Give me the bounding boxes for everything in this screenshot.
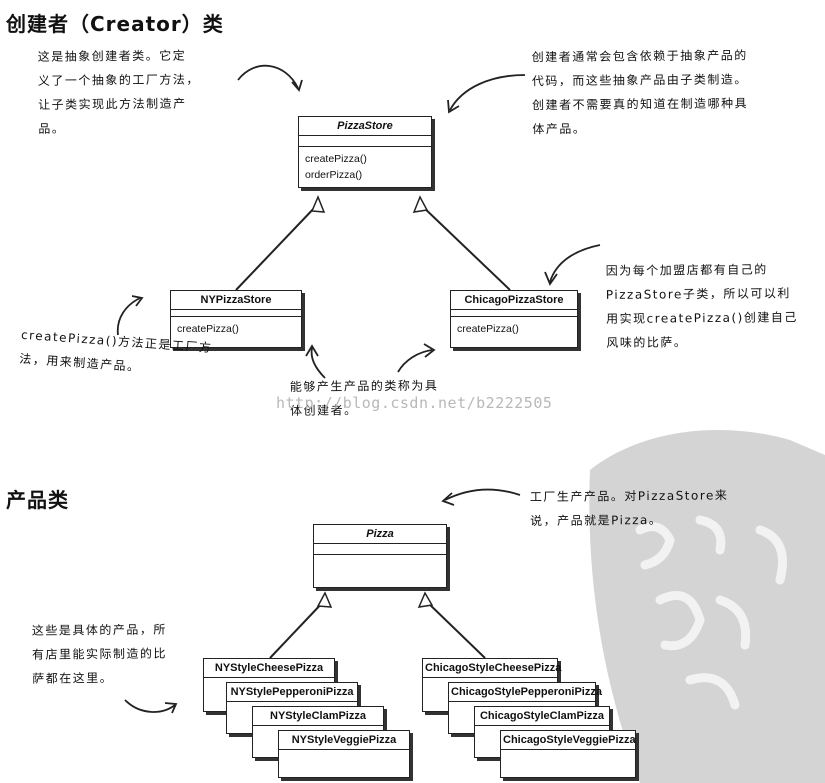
class-chicagopizzastore: ChicagoPizzaStore createPizza() xyxy=(450,290,578,348)
class-methods: createPizza() xyxy=(171,317,301,347)
class-nystyleveggiepizza: NYStyleVeggiePizza xyxy=(278,730,410,778)
class-chicagostyleveggiepizza: ChicagoStyleVeggiePizza xyxy=(500,730,636,778)
class-pizza: Pizza xyxy=(313,524,447,588)
note-line: 义了一个抽象的工厂方法， xyxy=(37,72,200,88)
class-name: ChicagoStyleVeggiePizza xyxy=(501,731,636,750)
class-name: ChicagoStyleClamPizza xyxy=(475,707,609,726)
note-line: 有店里能实际制造的比 xyxy=(31,646,168,662)
class-name: NYStyleCheesePizza xyxy=(204,659,334,678)
note-line: 这是抽象创建者类。它定 xyxy=(37,48,187,64)
note-line: 说，产品就是Pizza。 xyxy=(530,512,663,529)
class-methods: createPizza() orderPizza() xyxy=(299,147,431,187)
class-nypizzastore: NYPizzaStore createPizza() xyxy=(170,290,302,348)
note-line: 创建者不需要真的知道在制造哪种具 xyxy=(532,96,749,113)
creator-section-title: 创建者（Creator）类 xyxy=(6,12,224,36)
class-name: NYStylePepperoniPizza xyxy=(227,683,357,702)
note-line: 品。 xyxy=(38,121,66,136)
class-name: NYStyleClamPizza xyxy=(253,707,383,726)
class-name: ChicagoPizzaStore xyxy=(451,291,577,310)
note-line: 用实现createPizza()创建自己 xyxy=(606,310,798,326)
note-factory-produces: 工厂生产产品。对PizzaStore来 说，产品就是Pizza。 xyxy=(530,483,770,533)
class-attributes xyxy=(314,544,446,555)
note-concrete-products: 这些是具体的产品，所 有店里能实际制造的比 萨都在这里。 xyxy=(32,617,203,690)
note-line: 萨都在这里。 xyxy=(32,671,114,686)
class-attributes xyxy=(299,136,431,147)
note-line: 工厂生产产品。对PizzaStore来 xyxy=(529,488,729,505)
note-line: PizzaStore子类，所以可以利 xyxy=(605,286,791,302)
note-line: 这些是具体的产品，所 xyxy=(31,622,167,638)
method: createPizza() xyxy=(305,153,367,165)
class-methods: createPizza() xyxy=(451,317,577,347)
class-name: NYStyleVeggiePizza xyxy=(279,731,409,750)
class-name: ChicagoStylePepperoniPizza xyxy=(449,683,602,702)
class-attributes xyxy=(171,310,301,317)
note-abstract-creator: 这是抽象创建者类。它定 义了一个抽象的工厂方法， 让子类实现此方法制造产 品。 xyxy=(38,43,239,141)
note-line: 风味的比萨。 xyxy=(606,335,688,350)
class-name: ChicagoStyleCheesePizza xyxy=(423,659,561,678)
note-line: 让子类实现此方法制造产 xyxy=(38,96,187,112)
class-name: Pizza xyxy=(314,525,446,544)
method: orderPizza() xyxy=(305,169,363,181)
note-franchise-subclass: 因为每个加盟店都有自己的 PizzaStore子类，所以可以利 用实现creat… xyxy=(606,257,819,355)
note-line: 因为每个加盟店都有自己的 xyxy=(605,262,768,278)
note-creator-dependency: 创建者通常会包含依赖于抽象产品的 代码，而这些抽象产品由子类制造。 创建者不需要… xyxy=(532,43,813,141)
product-section-title: 产品类 xyxy=(6,488,69,512)
watermark-url: http://blog.csdn.net/b2222505 xyxy=(276,394,553,412)
note-line: 体产品。 xyxy=(532,121,587,137)
class-name: PizzaStore xyxy=(299,117,431,136)
class-pizzastore: PizzaStore createPizza() orderPizza() xyxy=(298,116,432,188)
note-line: 创建者通常会包含依赖于抽象产品的 xyxy=(531,48,748,65)
class-attributes xyxy=(451,310,577,317)
method: createPizza() xyxy=(457,323,519,335)
method: createPizza() xyxy=(177,323,239,335)
class-name: NYPizzaStore xyxy=(171,291,301,310)
note-line: 代码，而这些抽象产品由子类制造。 xyxy=(531,72,748,89)
